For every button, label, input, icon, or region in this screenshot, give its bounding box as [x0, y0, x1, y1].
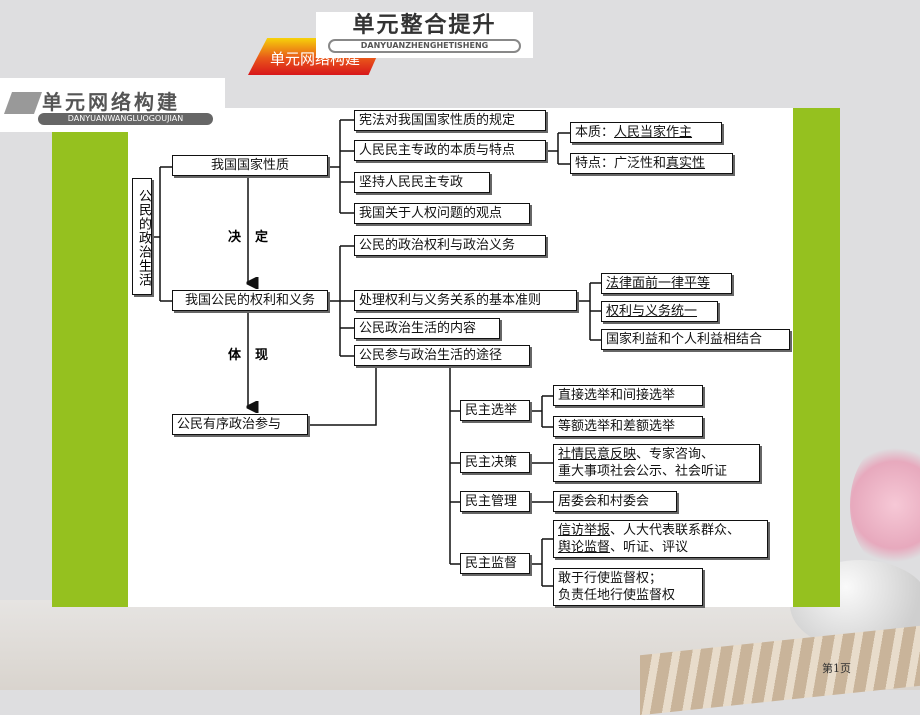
edge-label: 体	[228, 348, 242, 363]
node-text-underlined: 人民当家作主	[614, 125, 693, 140]
section-logo-subtitle: DANYUANWANGLUOGOUJIAN	[38, 113, 213, 125]
node: 宪法对我国国家性质的规定	[354, 110, 546, 131]
page-number: 第1页	[822, 662, 851, 675]
connector-lines	[152, 119, 601, 587]
node: 法律面前一律平等	[601, 273, 732, 294]
node-line: 社情民意反映、专家咨询、	[558, 446, 755, 463]
node: 社情民意反映、专家咨询、 重大事项社会公示、社会听证	[553, 444, 760, 482]
node-decision: 民主决策	[460, 452, 530, 473]
node: 直接选举和间接选举	[553, 385, 703, 406]
node-line: 敢于行使监督权；	[558, 571, 663, 586]
node: 敢于行使监督权； 负责任地行使监督权	[553, 568, 703, 606]
node-participation: 公民有序政治参与	[172, 414, 308, 435]
node: 权利与义务统一	[601, 301, 718, 322]
node-text: 本质：	[575, 125, 615, 140]
node-line: 信访举报、人大代表联系群众、	[558, 522, 763, 539]
node-text: 、专家咨询、	[636, 447, 715, 462]
node: 信访举报、人大代表联系群众、 舆论监督、听证、评议	[553, 520, 768, 558]
edge-label: 定	[255, 230, 269, 245]
node-feature: 特点：广泛性和真实性	[570, 153, 733, 174]
node-management: 民主管理	[460, 491, 530, 512]
node: 坚持人民民主专政	[354, 172, 490, 193]
node-line: 负责任地行使监督权	[558, 588, 676, 603]
section-logo: 单元网络构建 DANYUANWANGLUOGOUJIAN	[0, 78, 225, 132]
node: 处理权利与义务关系的基本准则	[354, 290, 577, 311]
node: 公民的政治权利与政治义务	[354, 235, 546, 256]
node-line: 舆论监督、听证、评议	[558, 539, 763, 556]
node-line: 重大事项社会公示、社会听证	[558, 464, 728, 479]
node: 等额选举和差额选举	[553, 416, 703, 437]
node: 公民政治生活的内容	[354, 318, 500, 339]
header-title: 单元整合提升	[352, 12, 497, 38]
node-supervision: 民主监督	[460, 553, 530, 574]
book-icon	[3, 92, 43, 114]
node-text-underlined: 信访举报	[558, 523, 611, 538]
node: 居委会和村委会	[553, 491, 677, 512]
edge-label: 现	[255, 348, 269, 363]
edge-label: 决	[228, 230, 242, 245]
node-election: 民主选举	[460, 400, 530, 421]
node: 我国关于人权问题的观点	[354, 203, 530, 224]
flower-image	[850, 440, 920, 570]
node-text: 、听证、评议	[610, 540, 689, 555]
node-text: 特点：广泛性和	[575, 156, 667, 171]
node-essence: 本质：人民当家作主	[570, 122, 722, 143]
header-subtitle: DANYUANZHENGHETISHENG	[328, 39, 521, 53]
node-text-underlined: 真实性	[666, 156, 706, 171]
unit-header-logo: 单元整合提升 DANYUANZHENGHETISHENG	[316, 12, 533, 58]
root-node: 公民的政治生活	[132, 178, 152, 295]
node-state-nature: 我国国家性质	[172, 155, 328, 176]
node-citizen-rights: 我国公民的权利和义务	[172, 290, 328, 311]
node: 人民民主专政的本质与特点	[354, 140, 546, 161]
node: 公民参与政治生活的途径	[354, 345, 530, 366]
section-logo-title: 单元网络构建	[42, 90, 180, 114]
node-text-underlined: 舆论监督	[558, 540, 611, 555]
node-text: 、人大代表联系群众、	[610, 523, 741, 538]
node: 国家利益和个人利益相结合	[601, 329, 790, 350]
node-text-underlined: 社情民意反映	[558, 447, 637, 462]
